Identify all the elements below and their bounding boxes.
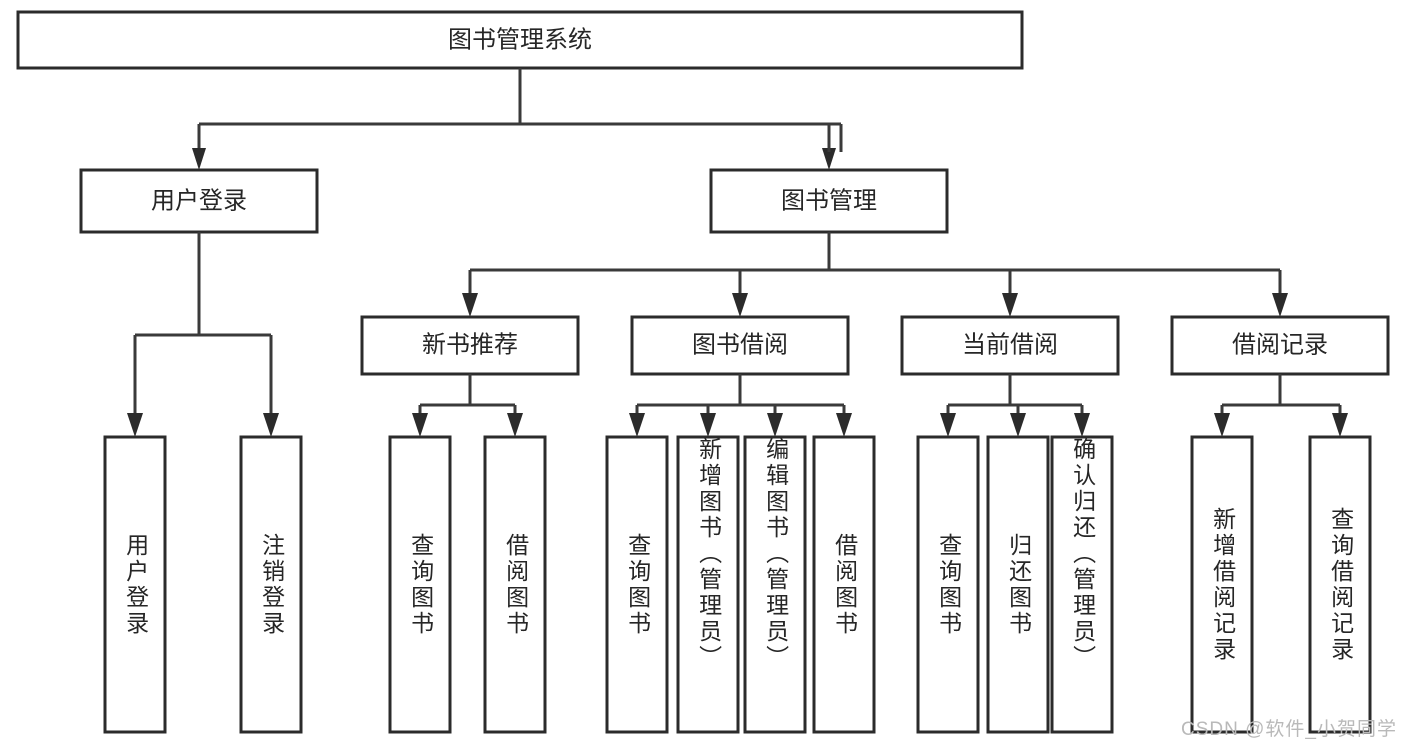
leaf-boxes bbox=[103, 435, 1372, 734]
node-book-management[interactable]: 图书管理 bbox=[709, 168, 949, 234]
leaf-box-return-book[interactable] bbox=[986, 435, 1050, 734]
node-current-borrow[interactable]: 当前借阅 bbox=[900, 315, 1120, 376]
leaf-box-query-book-1[interactable] bbox=[388, 435, 452, 734]
leaf-box-confirm-return-admin[interactable] bbox=[1050, 435, 1114, 734]
leaf-box-add-borrow-record[interactable] bbox=[1190, 435, 1254, 734]
node-borrow-record-box[interactable] bbox=[1170, 315, 1390, 376]
leaf-box-query-book-3[interactable] bbox=[916, 435, 980, 734]
node-user-login-box[interactable] bbox=[79, 168, 319, 234]
connector-user-login-children bbox=[127, 232, 279, 437]
arrow-to-book-management bbox=[822, 148, 836, 170]
node-current-borrow-box[interactable] bbox=[900, 315, 1120, 376]
leaf-box-user-login[interactable] bbox=[103, 435, 167, 734]
connector-book-borrow-children bbox=[629, 374, 852, 437]
node-borrow-record[interactable]: 借阅记录 bbox=[1170, 315, 1390, 376]
node-user-login[interactable]: 用户登录 bbox=[79, 168, 319, 234]
leaf-box-add-book-admin[interactable] bbox=[676, 435, 740, 734]
connector-current-borrow-children bbox=[940, 374, 1090, 437]
leaf-box-edit-book-admin[interactable] bbox=[743, 435, 807, 734]
node-book-management-label: 图书管理 bbox=[781, 187, 877, 214]
node-user-login-label: 用户登录 bbox=[151, 187, 247, 214]
node-new-book-recommend[interactable]: 新书推荐 bbox=[360, 315, 580, 376]
node-root-box[interactable] bbox=[16, 10, 1024, 70]
leaf-box-borrow-book-2[interactable] bbox=[812, 435, 876, 734]
csdn-watermark: CSDN @软件_小贺同学 bbox=[1181, 719, 1397, 740]
leaf-box-logout[interactable] bbox=[239, 435, 303, 734]
node-book-borrow-label: 图书借阅 bbox=[692, 331, 788, 358]
node-current-borrow-label: 当前借阅 bbox=[962, 331, 1058, 358]
node-book-borrow[interactable]: 图书借阅 bbox=[630, 315, 850, 376]
connector-borrow-record-children bbox=[1214, 374, 1348, 437]
leaf-box-borrow-book-1[interactable] bbox=[483, 435, 547, 734]
connector-new-book-recommend-children bbox=[412, 374, 523, 437]
connector-root-to-bus bbox=[192, 68, 843, 170]
leaf-box-query-borrow-record[interactable] bbox=[1308, 435, 1372, 734]
arrow-to-user-login bbox=[192, 148, 206, 170]
node-borrow-record-label: 借阅记录 bbox=[1232, 331, 1328, 358]
node-root-label: 图书管理系统 bbox=[448, 26, 592, 53]
node-book-borrow-box[interactable] bbox=[630, 315, 850, 376]
connector-book-management-children bbox=[462, 232, 1288, 317]
leaf-box-query-book-2[interactable] bbox=[605, 435, 669, 734]
node-root[interactable]: 图书管理系统 bbox=[16, 10, 1024, 70]
node-new-book-recommend-label: 新书推荐 bbox=[422, 331, 518, 358]
